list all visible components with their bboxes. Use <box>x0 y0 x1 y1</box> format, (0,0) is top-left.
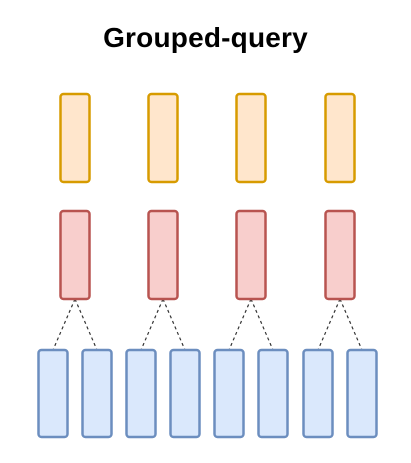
value-head-1 <box>59 92 91 184</box>
value-head-3 <box>235 92 267 184</box>
group-connector-2-2 <box>162 298 186 351</box>
query-head-6 <box>257 348 289 439</box>
query-head-3 <box>125 348 157 439</box>
key-head-4 <box>324 209 356 301</box>
query-head-4 <box>169 348 201 439</box>
query-head-2 <box>81 348 113 439</box>
group-connector-4-2 <box>339 298 363 351</box>
value-head-2 <box>147 92 179 184</box>
diagram-title: Grouped-query <box>103 22 308 53</box>
key-head-2 <box>147 209 179 301</box>
connectors-layer <box>52 298 363 351</box>
query-head-8 <box>346 348 378 439</box>
key-head-1 <box>59 209 91 301</box>
key-head-3 <box>235 209 267 301</box>
group-connector-3-2 <box>250 298 274 351</box>
blocks-layer <box>37 92 378 439</box>
group-connector-1-1 <box>52 298 76 351</box>
group-connector-2-1 <box>140 298 164 351</box>
query-head-7 <box>302 348 334 439</box>
group-connector-1-2 <box>74 298 98 351</box>
query-head-1 <box>37 348 69 439</box>
group-connector-3-1 <box>228 298 252 351</box>
group-connector-4-1 <box>317 298 341 351</box>
value-head-4 <box>324 92 356 184</box>
query-head-5 <box>213 348 245 439</box>
